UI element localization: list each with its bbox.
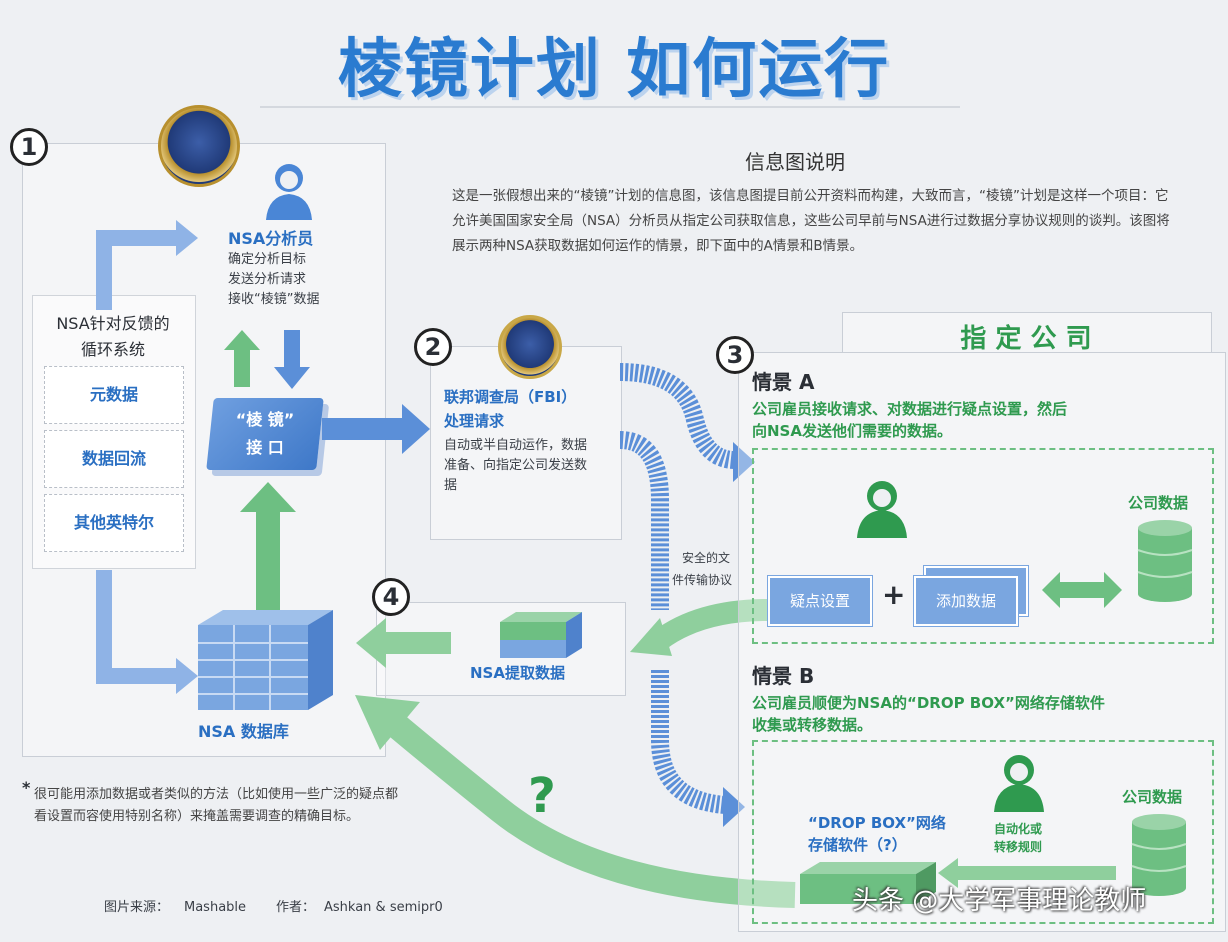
feedback-item-metadata: 元数据 <box>44 366 184 424</box>
footnote-mark: * <box>22 778 31 797</box>
footnote: 很可能用添加数据或者类似的方法（比如使用一些广泛的疑点都看设置而容使用特别名称）… <box>34 787 399 824</box>
employee-b-person-icon <box>994 755 1044 812</box>
extract-to-db-arrow <box>356 618 451 668</box>
prism-interface-label-1: “棱 镜” <box>235 410 295 429</box>
step-1-badge: 1 <box>10 128 48 166</box>
analyst-task-3: 接收“棱镜”数据 <box>228 292 320 307</box>
company-data-b-cylinder-icon <box>1131 814 1187 896</box>
feedback-loop-arrows <box>96 220 198 694</box>
extract-data-icon <box>500 612 582 658</box>
scenario-a-label: 情景 A <box>752 370 815 394</box>
dropbox-tray-icon <box>800 862 936 904</box>
page-title: 棱镜计划 如何运行 <box>337 33 891 107</box>
add-data-card: 添加数据 <box>914 576 1018 626</box>
step-4-badge: 4 <box>372 578 410 616</box>
step-3-badge: 3 <box>716 336 754 374</box>
info-heading: 信息图说明 <box>745 150 845 174</box>
feedback-item-other-intel: 其他英特尔 <box>44 494 184 552</box>
db-to-prism-arrow <box>240 482 296 612</box>
company-data-b-label: 公司数据 <box>1122 788 1183 806</box>
title-divider <box>260 106 960 108</box>
author-value: Ashkan & semipr0 <box>324 900 443 915</box>
scenario-b-desc-2: 收集或转移数据。 <box>752 716 873 734</box>
auto-rule-label-2: 转移规则 <box>994 840 1043 854</box>
scenario-b-box <box>752 740 1214 924</box>
auto-rule-label-1: 自动化或 <box>994 822 1043 836</box>
fbi-seal-icon <box>498 315 562 379</box>
feedback-title-line-1: NSA针对反馈的 <box>56 314 170 333</box>
scenario-b-desc-1: 公司雇员顺便为NSA的“DROP BOX”网络存储软件 <box>752 694 1105 712</box>
dropbox-label-1: “DROP BOX”网络 <box>808 814 946 832</box>
plus-sign: + <box>882 578 906 611</box>
company-to-dropbox-arrow <box>938 858 1116 888</box>
source-label: 图片来源： <box>104 900 170 915</box>
step-2-badge: 2 <box>414 328 452 366</box>
question-icon: ? <box>528 768 556 824</box>
prism-to-fbi-arrow <box>322 404 430 454</box>
fbi-desc: 自动或半自动运作，数据准备、向指定公司发送数据 <box>444 438 588 493</box>
scenario-b-label: 情景 B <box>752 664 815 688</box>
secure-transfer-label-1: 安全的文 <box>682 551 731 565</box>
dropbox-to-db-arrow <box>355 695 796 908</box>
scenario-a-box <box>752 448 1214 644</box>
analyst-task-1: 确定分析目标 <box>228 252 307 267</box>
analyst-task-2: 发送分析请求 <box>228 272 307 287</box>
info-body: 这是一张假想出来的“棱镜”计划的信息图，该信息图提目前公开资料而构建，大致而言，… <box>452 188 1170 254</box>
source-value: Mashable <box>184 900 247 915</box>
nsa-extract-label: NSA提取数据 <box>470 664 565 682</box>
nsa-seal-icon <box>158 105 240 187</box>
company-data-a-cylinder-icon <box>1137 520 1193 602</box>
platform-watermark: 头条 @大学军事理论教师 <box>852 886 1147 916</box>
suspicion-setting-card: 疑点设置 <box>768 576 872 626</box>
employee-a-person-icon <box>857 481 907 538</box>
company-data-a-label: 公司数据 <box>1128 494 1189 512</box>
company-heading: 指 定 公 司 <box>960 324 1092 354</box>
analyst-title: NSA分析员 <box>228 229 314 248</box>
company-heading-tab <box>842 312 1212 353</box>
nsa-database-label: NSA 数据库 <box>198 722 289 741</box>
feedback-title-line-2: 循环系统 <box>80 340 145 359</box>
database-stack-icon <box>198 610 333 710</box>
prism-interface-label-2: 接 口 <box>246 438 284 457</box>
analyst-person-icon <box>266 164 312 220</box>
dropbox-label-2: 存储软件（?） <box>808 836 907 854</box>
two-way-arrow <box>1042 572 1122 608</box>
fbi-title-line-2: 处理请求 <box>444 412 505 430</box>
secure-transfer-label-2: 件传输协议 <box>672 573 733 587</box>
scenario-a-desc-1: 公司雇员接收请求、对数据进行疑点设置，然后 <box>752 400 1068 418</box>
analyst-arrows <box>224 330 310 389</box>
feedback-item-data-return: 数据回流 <box>44 430 184 488</box>
scenario-a-desc-2: 向NSA发送他们需要的数据。 <box>752 422 952 440</box>
fbi-title-line-1: 联邦调查局（FBI） <box>444 388 577 406</box>
author-label: 作者： <box>276 900 316 915</box>
